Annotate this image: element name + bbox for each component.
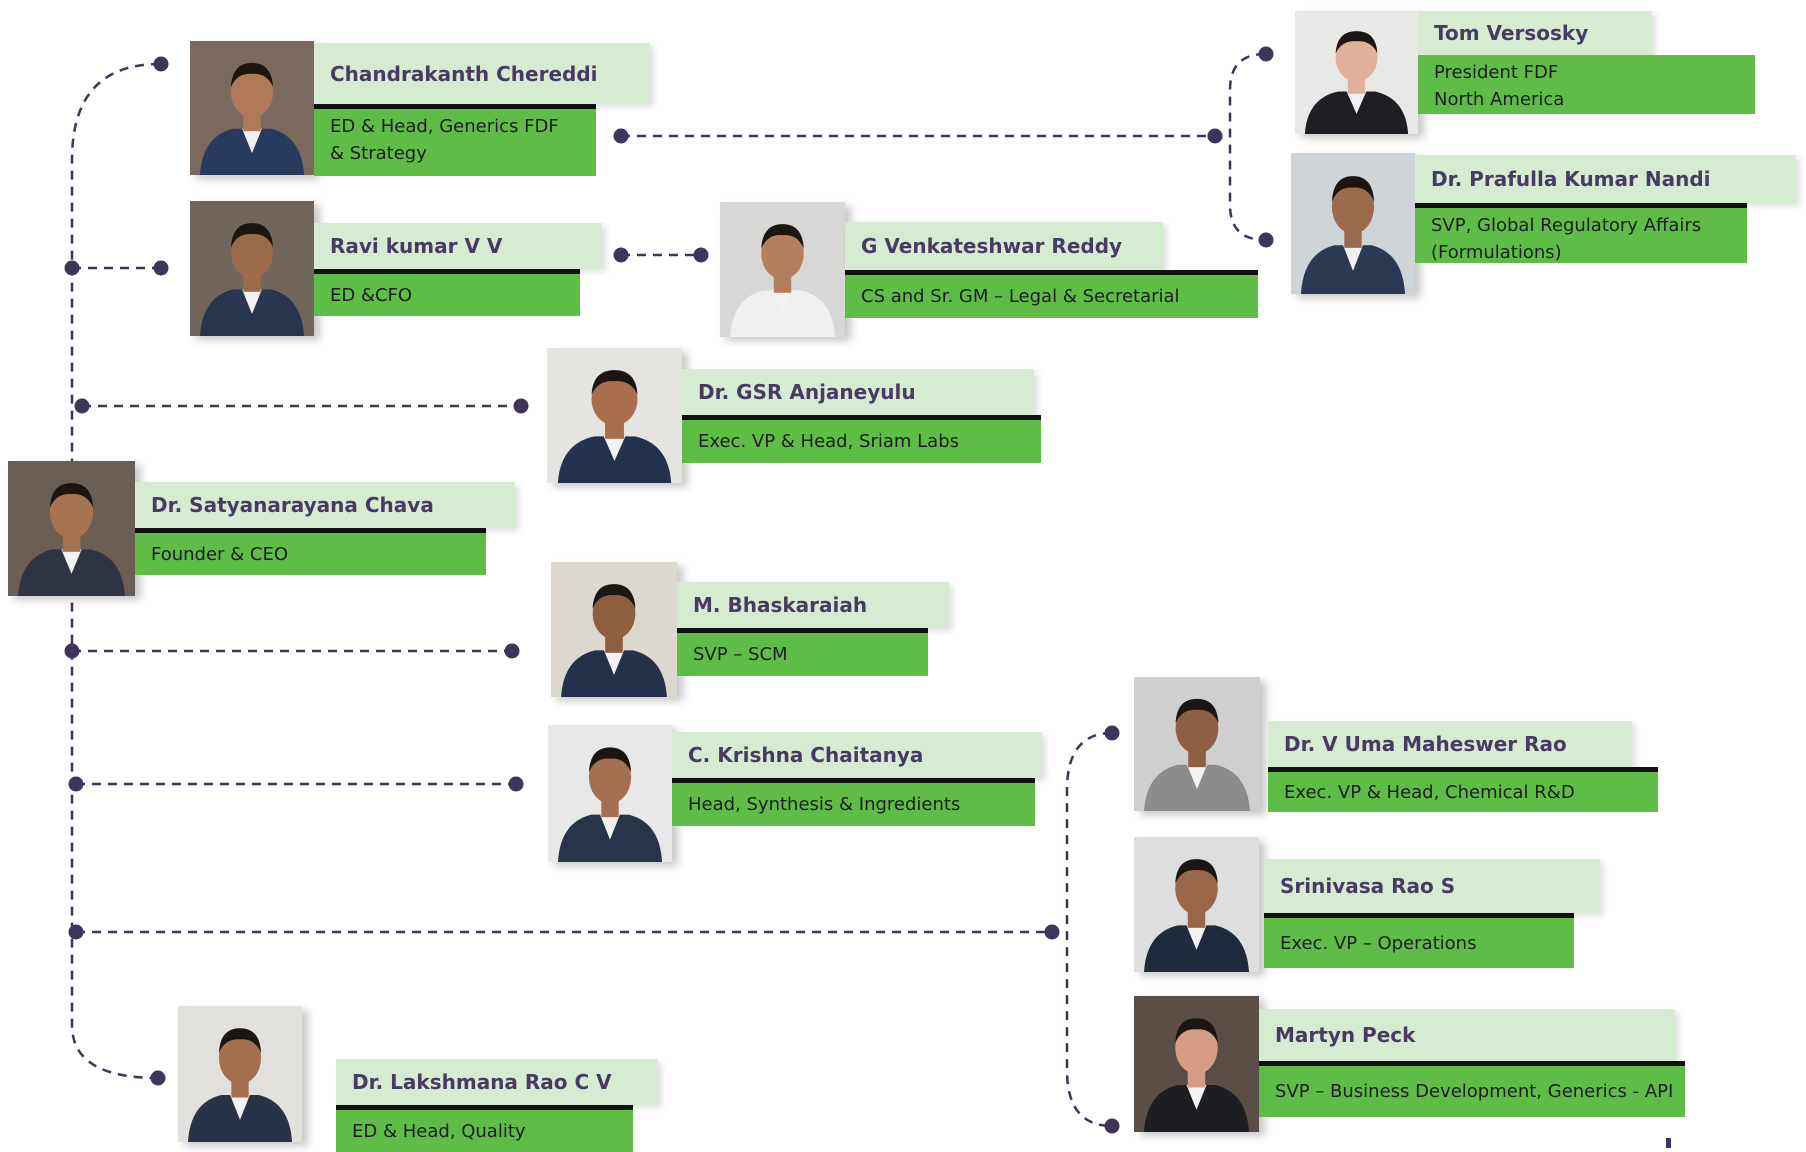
person-name: Tom Versosky xyxy=(1418,11,1652,55)
person-photo xyxy=(1291,153,1415,294)
portrait-image xyxy=(1295,11,1418,134)
corner-mark xyxy=(1666,1138,1671,1148)
person-title: Exec. VP – Operations xyxy=(1264,913,1574,968)
node-dot xyxy=(513,398,529,414)
person-name: M. Bhaskaraiah xyxy=(677,582,949,628)
person-name: Srinivasa Rao S xyxy=(1264,859,1600,913)
person-photo xyxy=(190,41,314,175)
node-dot xyxy=(68,924,84,940)
person-photo xyxy=(190,201,314,336)
portrait-image xyxy=(178,1006,302,1142)
node-dot xyxy=(1104,725,1120,741)
person-title: SVP, Global Regulatory Affairs (Formulat… xyxy=(1415,203,1747,263)
node-dot xyxy=(613,128,629,144)
portrait-image xyxy=(547,348,682,483)
person-title: CS and Sr. GM – Legal & Secretarial xyxy=(845,270,1258,318)
node-dot xyxy=(1207,128,1223,144)
person-title: President FDF North America xyxy=(1418,55,1755,114)
person-photo xyxy=(548,725,672,862)
node-dot xyxy=(153,260,169,276)
node-dot xyxy=(68,776,84,792)
node-dot xyxy=(1258,46,1274,62)
node-dot xyxy=(504,643,520,659)
node-dot xyxy=(1258,232,1274,248)
person-name: Dr. Prafulla Kumar Nandi xyxy=(1415,155,1796,203)
person-photo xyxy=(1134,837,1259,972)
node-dot xyxy=(74,398,90,414)
portrait-image xyxy=(1134,996,1259,1132)
portrait-image xyxy=(720,202,845,337)
person-name: Ravi kumar V V xyxy=(314,223,602,269)
node-dot xyxy=(508,776,524,792)
node-dot xyxy=(1044,924,1060,940)
person-name: Dr. Satyanarayana Chava xyxy=(135,482,515,528)
person-name: C. Krishna Chaitanya xyxy=(672,732,1042,778)
node-dot xyxy=(64,643,80,659)
person-name: Dr. V Uma Maheswer Rao xyxy=(1268,721,1632,767)
person-title: Exec. VP & Head, Chemical R&D xyxy=(1268,767,1658,812)
person-photo xyxy=(1134,677,1260,811)
person-title: Head, Synthesis & Ingredients xyxy=(672,778,1035,826)
person-name: Dr. GSR Anjaneyulu xyxy=(682,369,1034,415)
portrait-image xyxy=(8,461,135,596)
node-dot xyxy=(153,56,169,72)
person-title: ED & Head, Quality xyxy=(336,1105,633,1152)
portrait-image xyxy=(1134,677,1260,811)
node-dot xyxy=(693,247,709,263)
person-title: ED &CFO xyxy=(314,269,580,316)
person-name: Martyn Peck xyxy=(1259,1009,1675,1061)
node-dot xyxy=(1104,1118,1120,1134)
person-photo xyxy=(8,461,135,596)
person-photo xyxy=(547,348,682,483)
person-photo xyxy=(551,562,677,697)
main-trunk-line xyxy=(70,62,161,1080)
node-dot xyxy=(64,260,80,276)
person-title: Exec. VP & Head, Sriam Labs xyxy=(682,415,1041,463)
portrait-image xyxy=(1134,837,1259,972)
person-name: Chandrakanth Chereddi xyxy=(314,43,650,104)
rd-branch-line xyxy=(1065,731,1113,1128)
node-dot xyxy=(150,1070,166,1086)
person-title: SVP – Business Development, Generics - A… xyxy=(1259,1061,1685,1117)
person-photo xyxy=(1295,11,1418,134)
person-title: ED & Head, Generics FDF & Strategy xyxy=(314,104,596,176)
portrait-image xyxy=(551,562,677,697)
portrait-image xyxy=(190,201,314,336)
person-photo xyxy=(720,202,845,337)
portrait-image xyxy=(190,41,314,175)
portrait-image xyxy=(1291,153,1415,294)
person-name: Dr. Lakshmana Rao C V xyxy=(336,1059,658,1105)
na-branch-line xyxy=(1228,52,1266,242)
portrait-image xyxy=(548,725,672,862)
node-dot xyxy=(613,247,629,263)
person-name: G Venkateshwar Reddy xyxy=(845,222,1163,270)
person-title: SVP – SCM xyxy=(677,628,928,676)
person-photo xyxy=(178,1006,302,1142)
person-photo xyxy=(1134,996,1259,1132)
person-title: Founder & CEO xyxy=(135,528,486,575)
